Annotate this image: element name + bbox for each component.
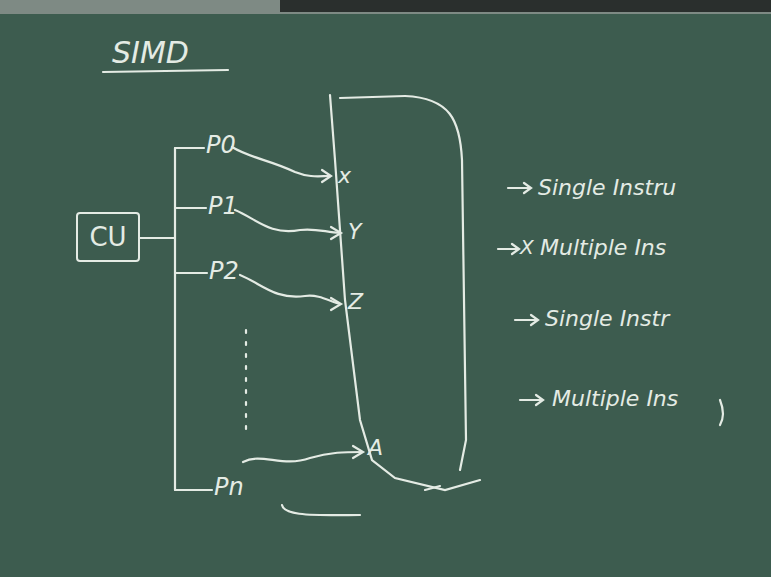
- memory-label: A: [368, 436, 383, 460]
- classification-note: Multiple Ins: [552, 387, 678, 411]
- memory-label: Y: [348, 220, 361, 244]
- processor-label: P1: [208, 193, 238, 219]
- memory-label: x: [338, 164, 351, 188]
- classification-note: Single Instru: [538, 176, 676, 200]
- control-unit-box: CU: [76, 212, 140, 262]
- node-text: CU: [89, 222, 126, 252]
- processor-label: Pn: [214, 474, 244, 500]
- diagram-title: SIMD: [112, 36, 189, 69]
- classification-note: Multiple Ins: [540, 236, 666, 260]
- memory-label: Z: [348, 290, 363, 314]
- classification-note: Single Instr: [545, 307, 669, 331]
- processor-label: P0: [206, 132, 236, 158]
- cross-mark: X: [520, 236, 534, 258]
- processor-label: P2: [209, 258, 239, 284]
